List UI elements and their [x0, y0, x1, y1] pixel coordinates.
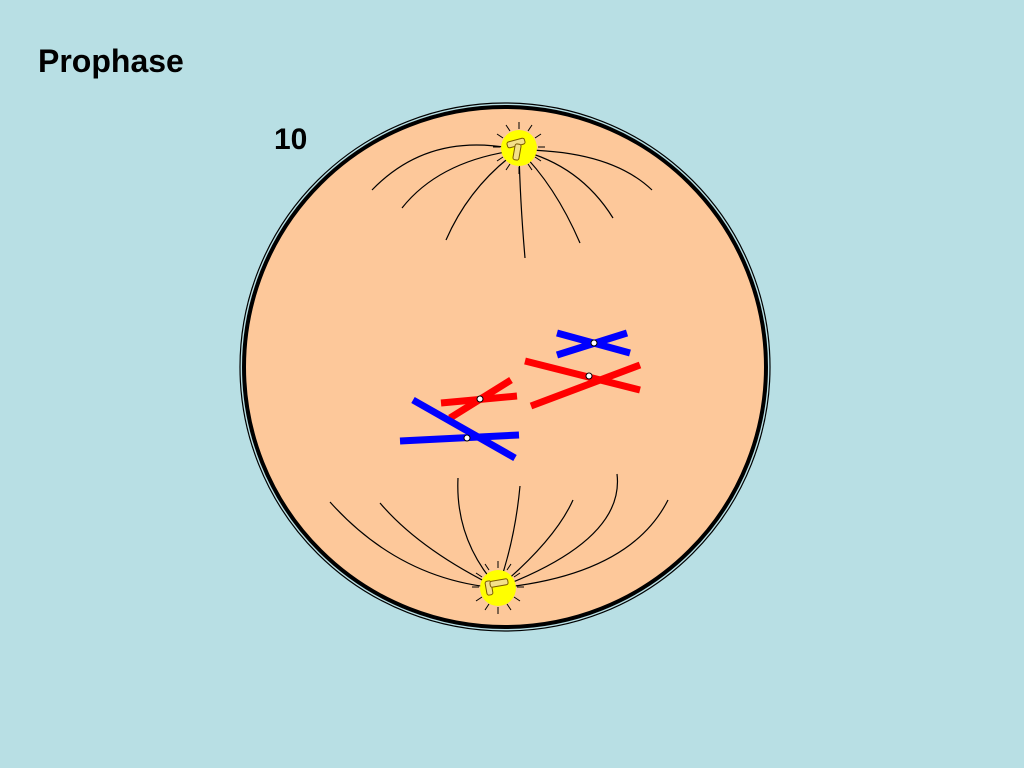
centriole-icon: [506, 137, 526, 161]
slide-number: 10: [274, 123, 308, 156]
centromere: [463, 434, 471, 442]
cell-body: [242, 105, 768, 629]
bottom-centrosome: [472, 561, 524, 614]
slide-title: Prophase: [38, 43, 184, 79]
centromere: [476, 395, 484, 403]
cell-membrane-outer: [239, 102, 771, 632]
centriole-icon: [484, 578, 509, 596]
centromere: [590, 339, 598, 347]
centromere: [585, 372, 593, 380]
chromosome-blue-lower: [399, 396, 520, 462]
chromosome-red-upper: [524, 357, 642, 410]
top-centrosome: [493, 122, 545, 174]
